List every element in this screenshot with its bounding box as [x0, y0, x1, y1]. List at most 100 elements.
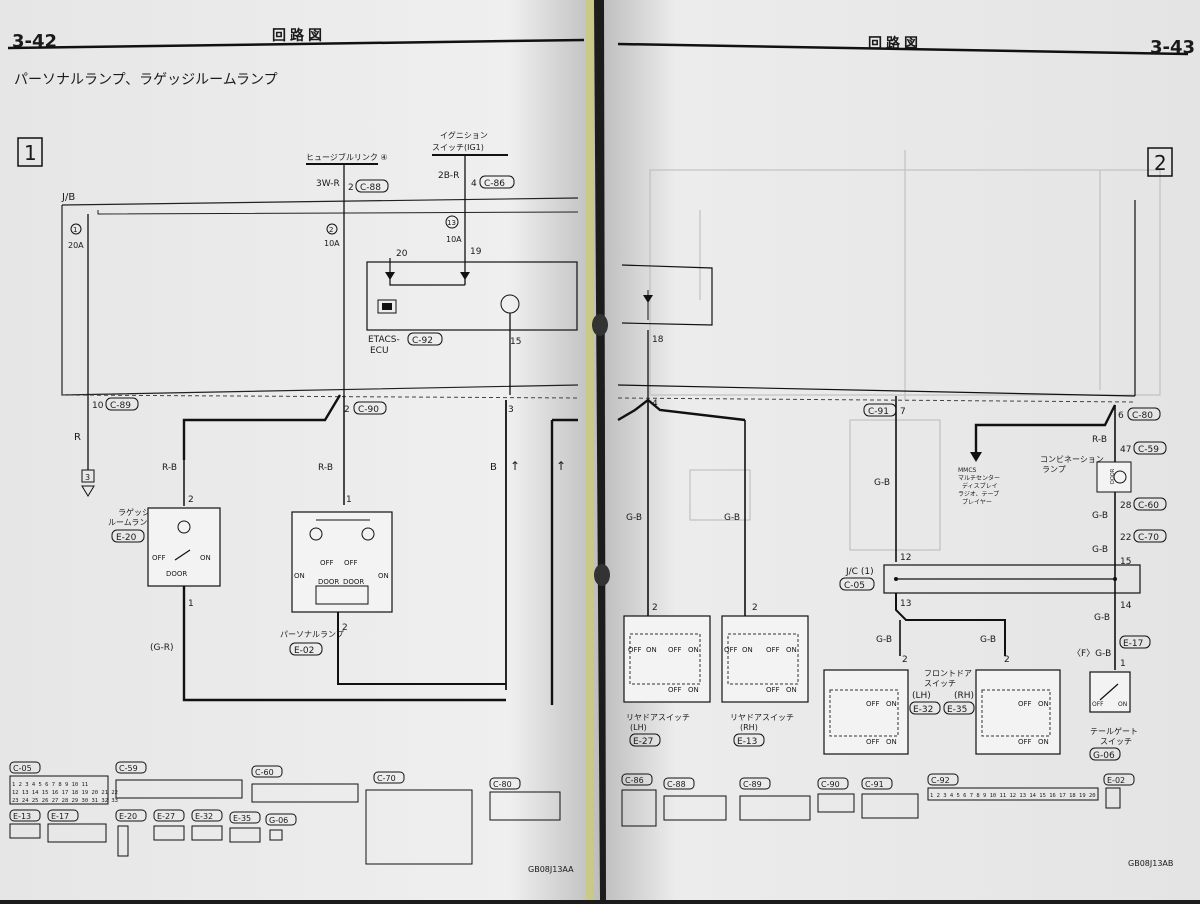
connector-c86-shape	[621, 789, 657, 827]
connector-c88-shape	[663, 795, 727, 821]
legend-tag	[663, 777, 695, 790]
sw-on-lug: ON	[200, 554, 211, 562]
conn-e32: E-32	[913, 705, 933, 715]
fuse13-amp: 10A	[446, 235, 462, 244]
fuse13-circle	[445, 215, 459, 229]
sw-door-pers: DOOR	[318, 578, 339, 586]
legend-tag	[115, 761, 147, 774]
wire-3wr: 3W-R	[316, 179, 340, 189]
jc-label: J/C (1)	[845, 567, 874, 577]
legend-tag	[817, 777, 849, 790]
pin-15-right: 15	[1120, 557, 1131, 567]
pin-13: 13	[900, 599, 911, 609]
legend-e02: E-02	[1107, 776, 1125, 785]
rrh-on-1: ON	[742, 646, 753, 654]
flh-off-2: OFF	[866, 738, 880, 746]
frh-on-2: ON	[1038, 738, 1049, 746]
etacs-line1: ETACS-	[368, 335, 400, 345]
binder-hole	[594, 564, 610, 586]
legend-tag	[9, 761, 41, 774]
sw-off-lug: OFF	[152, 554, 166, 562]
connector-e02-shape	[1105, 787, 1121, 809]
conn-e13: E-13	[737, 737, 757, 747]
tailgate-box	[1089, 671, 1131, 713]
current-arrow-icon: ↑	[510, 459, 520, 473]
rear-door-rh-box	[721, 615, 809, 703]
pin-20: 20	[396, 249, 408, 259]
rear-door-lh-l2: (LH)	[630, 723, 647, 732]
tailgate-l1: テールゲート	[1090, 726, 1138, 736]
sw-on-pers-2: ON	[378, 572, 389, 580]
pin-22: 22	[1120, 533, 1131, 543]
sheet-marker-box	[17, 137, 43, 167]
legend-tag	[1103, 773, 1135, 786]
luggage-lamp-l2: ルームランプ	[108, 518, 155, 527]
rrh-on-2: ON	[786, 646, 797, 654]
wire-r: R	[74, 432, 81, 443]
c05-pins-row1: 1 2 3 4 5 6 7 8 9 10 11	[12, 782, 88, 788]
pin-18: 18	[652, 335, 664, 345]
tailgate-l2: スイッチ	[1100, 737, 1132, 746]
legend-c90: C-90	[821, 780, 840, 789]
sheet-marker-box-right	[1147, 147, 1173, 177]
pin-lug-2: 2	[188, 495, 194, 505]
conn-e17-box	[1119, 635, 1151, 649]
front-door-rh-dash	[981, 689, 1051, 737]
connector-e13-shape	[9, 823, 41, 839]
connector-c59-shape	[115, 779, 243, 799]
conn-e20-box	[111, 529, 145, 543]
wire-rb-right: R-B	[1092, 435, 1107, 445]
connector-e20-shape	[117, 825, 129, 857]
wire-gb-3: G-B	[874, 478, 890, 488]
legend-c59: C-59	[119, 764, 138, 773]
conn-e35: E-35	[947, 705, 967, 715]
connector-c92-shape	[927, 787, 1099, 801]
conn-c59-box	[1133, 441, 1167, 455]
rlh-off-3: OFF	[668, 686, 682, 694]
jb-dashed-right	[617, 397, 1136, 403]
pin-pers-2: 2	[342, 623, 348, 633]
wire-gb-5: G-B	[1092, 545, 1108, 555]
right-page-content: 回路図 3-43 2 18 4 G-B G-B C-91 7 G-B 6 C-8…	[617, 35, 1195, 868]
pin-2: 2	[348, 183, 354, 193]
right-page	[604, 0, 1200, 900]
jc-node	[1113, 577, 1117, 581]
connector-c60-shape	[251, 783, 359, 803]
legend-tag	[739, 777, 771, 790]
wire-rb-mid: R-B	[318, 463, 333, 473]
personal-lamp: パーソナルランプ	[280, 630, 344, 639]
doc-code-right: GB08J13AB	[1128, 859, 1173, 868]
rear-door-lh-box	[623, 615, 711, 703]
personal-lamp-inner	[315, 585, 369, 605]
flh-on-2: ON	[886, 738, 897, 746]
bleed-through-ghost	[649, 150, 1161, 551]
wire-rb-left: R-B	[162, 463, 177, 473]
jb-box	[61, 197, 579, 206]
jb-bottom-right	[617, 384, 1136, 397]
conn-c59: C-59	[1138, 445, 1159, 455]
conn-c89-box	[105, 397, 139, 411]
connector-c89-shape	[739, 795, 811, 821]
arrow-down-icon	[970, 452, 982, 462]
pin-19: 19	[470, 247, 482, 257]
conn-c90-box	[353, 401, 387, 415]
conn-e17: E-17	[1123, 639, 1143, 649]
tail-off: OFF	[1092, 701, 1104, 708]
pin-3: 3	[508, 405, 514, 415]
legend-e27: E-27	[157, 812, 175, 821]
wire-rb-bus	[182, 394, 342, 460]
header-title-left: 回路図	[272, 27, 326, 44]
personal-lamp-box	[291, 511, 393, 613]
conn-c92-box	[407, 332, 443, 346]
mmcs-l1: MMCS	[958, 467, 977, 474]
connector-legend-right: C-86 C-88 C-89 C-90 C-91 C-92 1 2 3 4 5 …	[621, 773, 1135, 827]
conn-e27-box	[629, 733, 661, 747]
pin-2-flh: 2	[902, 655, 908, 665]
front-door-rh-box	[975, 669, 1061, 755]
wire-gr	[182, 586, 506, 702]
mmcs-l2: マルチセンター	[958, 474, 1000, 482]
frh-off: OFF	[1018, 700, 1032, 708]
conn-c86: C-86	[484, 179, 505, 189]
combination-lamp-l2: ランプ	[1042, 465, 1066, 474]
